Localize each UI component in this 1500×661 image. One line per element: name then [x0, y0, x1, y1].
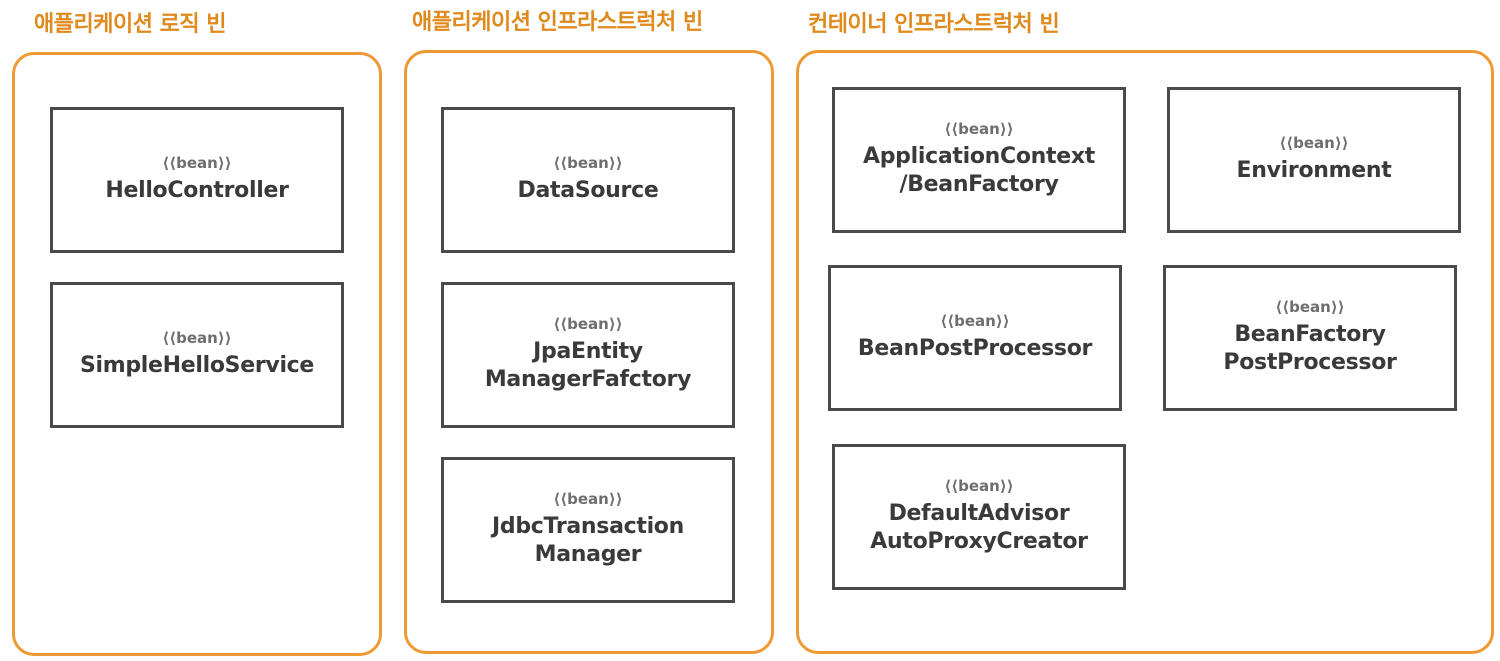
bean-name: JdbcTransaction Manager	[492, 514, 684, 567]
bean-name: DataSource	[517, 177, 659, 203]
bean-name: JpaEntity ManagerFafctory	[484, 339, 692, 392]
bean-name: SimpleHelloService	[79, 352, 315, 378]
bean-simple-hello-service: ⟨⟨bean⟩⟩ SimpleHelloService	[50, 282, 344, 428]
bean-name: Environment	[1236, 157, 1392, 183]
group-title-application-infrastructure: 애플리케이션 인프라스트럭처 빈	[412, 10, 703, 35]
bean-application-context: ⟨⟨bean⟩⟩ ApplicationContext /BeanFactory	[832, 87, 1126, 233]
bean-name: BeanPostProcessor	[857, 335, 1093, 361]
bean-jdbc-transaction-manager: ⟨⟨bean⟩⟩ JdbcTransaction Manager	[441, 457, 735, 603]
bean-stereotype: ⟨⟨bean⟩⟩	[553, 315, 623, 333]
bean-stereotype: ⟨⟨bean⟩⟩	[553, 490, 623, 508]
bean-data-source: ⟨⟨bean⟩⟩ DataSource	[441, 107, 735, 253]
bean-stereotype: ⟨⟨bean⟩⟩	[162, 153, 232, 172]
bean-jpa-entity-manager-factory: ⟨⟨bean⟩⟩ JpaEntity ManagerFafctory	[441, 282, 735, 428]
group-title-application-logic: 애플리케이션 로직 빈	[34, 12, 226, 37]
bean-stereotype: ⟨⟨bean⟩⟩	[1275, 298, 1345, 316]
bean-name: HelloController	[105, 177, 289, 203]
bean-stereotype: ⟨⟨bean⟩⟩	[944, 477, 1014, 495]
bean-name: DefaultAdvisor AutoProxyCreator	[870, 501, 1088, 554]
group-title-container-infrastructure: 컨테이너 인프라스트럭처 빈	[808, 12, 1060, 37]
bean-stereotype: ⟨⟨bean⟩⟩	[940, 311, 1010, 330]
bean-name: ApplicationContext /BeanFactory	[863, 144, 1095, 197]
bean-bean-factory-post-processor: ⟨⟨bean⟩⟩ BeanFactory PostProcessor	[1163, 265, 1457, 411]
bean-stereotype: ⟨⟨bean⟩⟩	[162, 328, 232, 347]
bean-hello-controller: ⟨⟨bean⟩⟩ HelloController	[50, 107, 344, 253]
bean-stereotype: ⟨⟨bean⟩⟩	[1279, 133, 1349, 152]
bean-stereotype: ⟨⟨bean⟩⟩	[553, 153, 623, 172]
bean-stereotype: ⟨⟨bean⟩⟩	[944, 120, 1014, 138]
bean-name: BeanFactory PostProcessor	[1223, 322, 1397, 375]
bean-environment: ⟨⟨bean⟩⟩ Environment	[1167, 87, 1461, 233]
bean-bean-post-processor: ⟨⟨bean⟩⟩ BeanPostProcessor	[828, 265, 1122, 411]
bean-default-advisor-auto-proxy-creator: ⟨⟨bean⟩⟩ DefaultAdvisor AutoProxyCreator	[832, 444, 1126, 590]
